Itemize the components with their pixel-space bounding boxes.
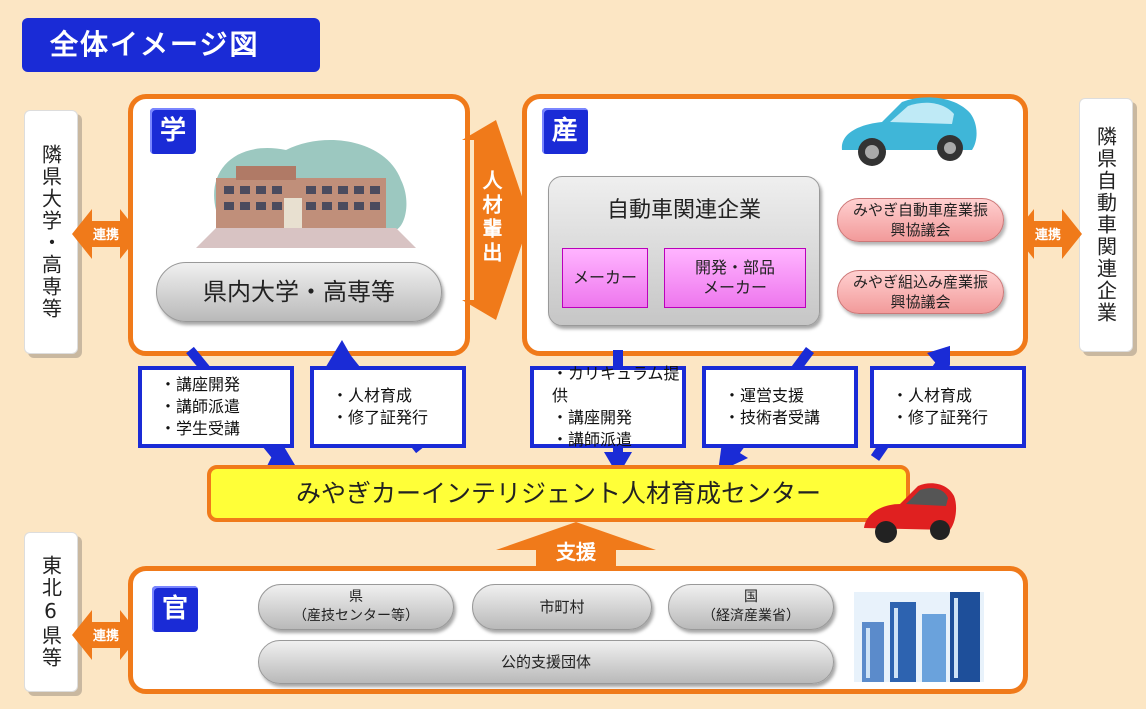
info-box-2: ・人材育成 ・修了証発行 <box>310 366 466 448</box>
info-box-5: ・人材育成 ・修了証発行 <box>870 366 1026 448</box>
auto-industry-council: みやぎ自動車産業振興協議会 <box>837 198 1004 242</box>
national-government-pill: 国 （経済産業省） <box>668 584 834 630</box>
municipality-pill: 市町村 <box>472 584 652 630</box>
renkei-arrow-left-top: 連携 <box>72 209 140 259</box>
support-arrow <box>496 522 656 572</box>
neighbor-universities-box: 隣県大学・高専等 <box>24 110 78 354</box>
prefecture-label: 県 <box>349 589 363 605</box>
info-box-1: ・講座開発 ・講師派遣 ・学生受講 <box>138 366 294 448</box>
support-label: 支援 <box>556 540 596 564</box>
talent-output-arrow <box>462 120 530 320</box>
parts-maker-box: 開発・部品メーカー <box>664 248 806 308</box>
red-car-icon <box>864 483 957 543</box>
auto-companies-title: 自動車関連企業 <box>606 198 761 223</box>
prefecture-pill: 県 （産技センター等） <box>258 584 454 630</box>
academia-badge: 学 <box>150 108 196 154</box>
renkei-label: 連携 <box>93 628 119 644</box>
info-line: ・カリキュラム提供 <box>552 364 680 405</box>
renkei-arrow-right: 連携 <box>1014 209 1082 259</box>
info-line: ・運営支援 <box>724 386 805 405</box>
industry-badge: 産 <box>542 108 588 154</box>
embedded-industry-council: みやぎ組込み産業振興協議会 <box>837 270 1004 314</box>
tohoku-prefectures-box: 東北6県等 <box>24 532 78 692</box>
prefecture-sub-label: （産技センター等） <box>293 608 419 624</box>
government-badge: 官 <box>152 586 198 632</box>
nation-label: 国 <box>744 589 758 605</box>
info-line: ・人材育成 <box>892 386 973 405</box>
renkei-label: 連携 <box>93 227 119 243</box>
info-line: ・講座開発 <box>160 375 241 394</box>
academia-pill: 県内大学・高専等 <box>156 262 442 322</box>
info-line: ・修了証発行 <box>332 408 429 427</box>
buildings-icon <box>854 592 984 682</box>
info-line: ・講師派遣 <box>552 430 633 449</box>
talent-output-label: 人材輩出 <box>479 170 503 266</box>
info-line: ・修了証発行 <box>892 408 989 427</box>
info-line: ・講座開発 <box>552 408 633 427</box>
neighbor-auto-companies-box: 隣県自動車関連企業 <box>1079 98 1133 352</box>
info-line: ・講師派遣 <box>160 397 241 416</box>
training-center-bar: みやぎカーインテリジェント人材育成センター <box>207 465 910 522</box>
info-box-3: ・カリキュラム提供 ・講座開発 ・講師派遣 <box>530 364 686 449</box>
renkei-label: 連携 <box>1035 227 1061 243</box>
maker-box: メーカー <box>562 248 648 308</box>
info-line: ・人材育成 <box>332 386 413 405</box>
renkei-arrow-left-bottom: 連携 <box>72 610 140 660</box>
public-support-pill: 公的支援団体 <box>258 640 834 684</box>
info-line: ・学生受講 <box>160 419 241 438</box>
page-title: 全体イメージ図 <box>22 18 320 72</box>
info-line: ・技術者受講 <box>724 408 821 427</box>
info-box-4: ・運営支援 ・技術者受講 <box>702 366 858 448</box>
nation-sub-label: （経済産業省） <box>702 608 800 624</box>
school-building-icon <box>196 140 416 248</box>
blue-car-icon <box>841 97 977 166</box>
